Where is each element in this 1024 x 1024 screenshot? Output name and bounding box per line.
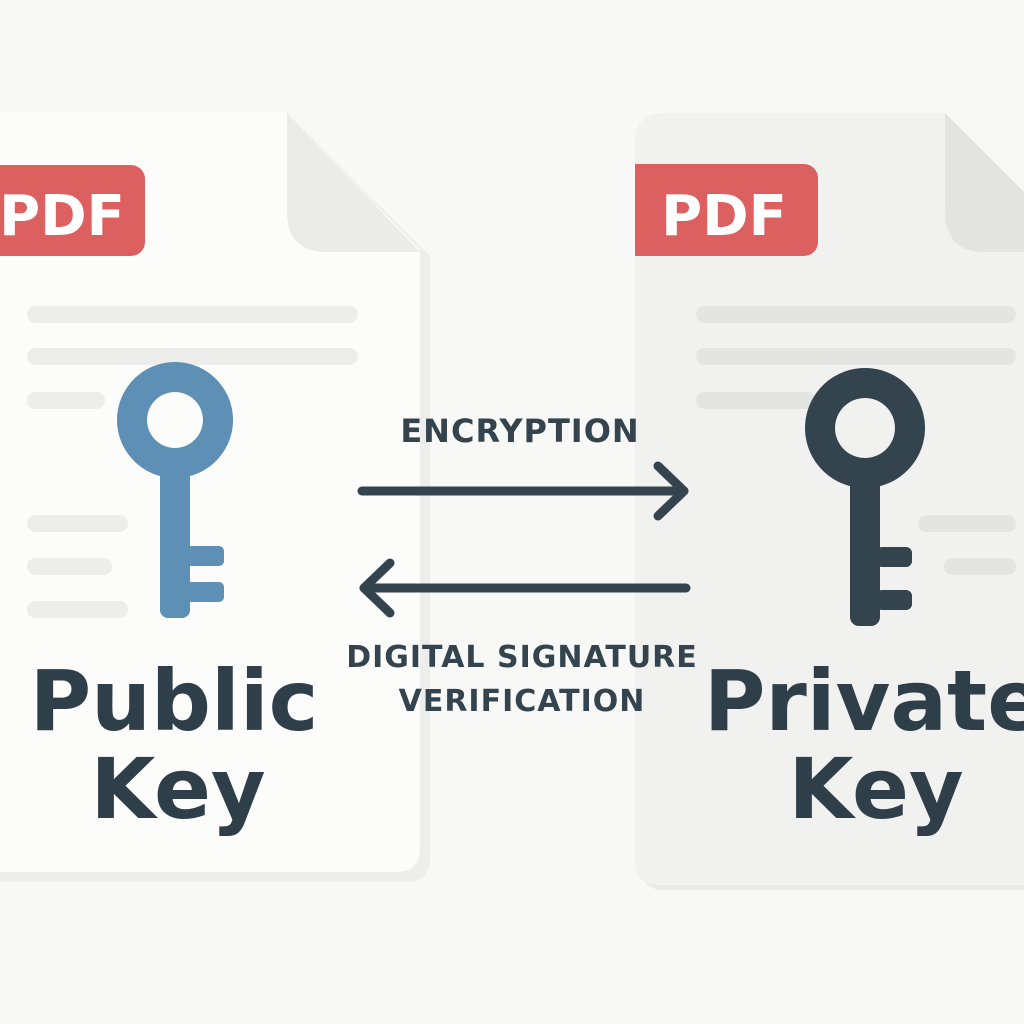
- private-key-title-line1: Private: [704, 652, 1024, 750]
- text-line: [27, 306, 358, 323]
- pdf-badge: [0, 165, 145, 256]
- verification-label: VERIFICATION: [399, 684, 646, 719]
- text-lines: [27, 306, 358, 618]
- private-key-icon: [805, 368, 926, 626]
- text-line: [27, 515, 128, 532]
- text-lines: [696, 306, 1016, 575]
- public-key-title-line1: Public: [30, 652, 319, 750]
- pdf-badge-corner: [635, 164, 655, 256]
- document-page: [0, 113, 420, 872]
- text-line: [696, 306, 1016, 323]
- public-key-icon: [117, 362, 234, 618]
- text-line: [696, 348, 1016, 365]
- pdf-badge-label: PDF: [661, 184, 787, 249]
- text-line: [27, 392, 105, 409]
- text-line: [27, 558, 112, 575]
- digital-signature-label: DIGITAL SIGNATURE: [346, 640, 698, 675]
- page-fold: [945, 113, 1024, 252]
- text-line: [944, 558, 1016, 575]
- pdf-badge: [635, 164, 818, 256]
- page-fold: [287, 113, 420, 252]
- private-key-title-line2: Key: [788, 740, 963, 838]
- arrows: [357, 461, 691, 618]
- private-key-document: PDF Private Key: [635, 113, 1024, 890]
- text-line: [918, 515, 1016, 532]
- text-line: [696, 392, 816, 409]
- pdf-badge-label: PDF: [0, 184, 125, 249]
- public-key-document: PDF Public Key: [0, 113, 430, 882]
- text-line: [27, 348, 358, 365]
- text-line: [27, 601, 128, 618]
- encryption-label: ENCRYPTION: [400, 412, 639, 450]
- verification-arrow-left: [359, 558, 691, 618]
- public-key-title-line2: Key: [90, 740, 265, 838]
- encryption-arrow-right: [357, 461, 689, 521]
